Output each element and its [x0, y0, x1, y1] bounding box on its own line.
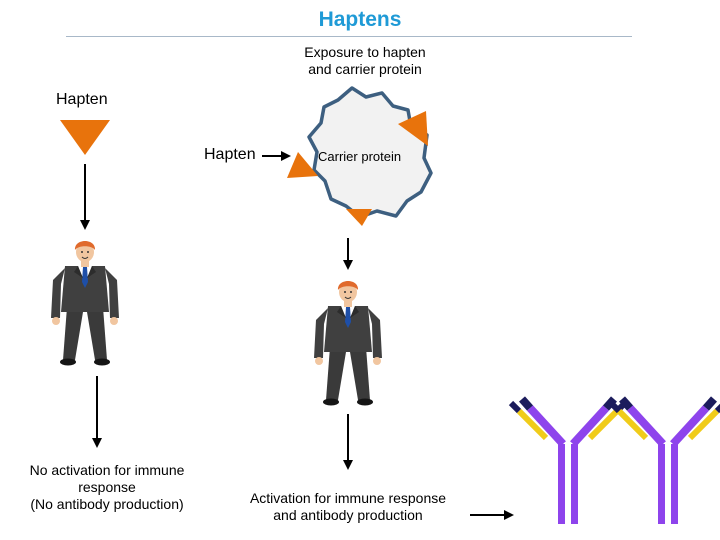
antibody-left-icon — [511, 399, 625, 524]
exposure-label: Exposure to hapten and carrier protein — [240, 44, 490, 78]
exposure-label-line-2: and carrier protein — [308, 60, 422, 77]
activation-line-1: Activation for immune response — [249, 490, 447, 506]
carrier-protein-label: Carrier protein — [318, 149, 402, 164]
no-activation-label: No activation for immune response (No an… — [2, 462, 212, 512]
hapten-bound-right-icon — [398, 111, 428, 146]
hapten-bound-bottom-icon — [346, 209, 372, 226]
businessman-middle-icon — [313, 280, 383, 406]
exposure-label-line-1: Exposure to hapten — [304, 44, 426, 60]
no-activation-line-3: (No antibody production) — [30, 495, 184, 512]
activation-line-2: and antibody production — [273, 506, 423, 523]
activation-label: Activation for immune response and antib… — [218, 490, 478, 524]
hapten-label-left: Hapten — [56, 91, 108, 108]
businessman-left-icon — [50, 240, 120, 366]
title-divider — [66, 36, 632, 37]
page-title: Haptens — [318, 8, 402, 31]
hapten-label-middle: Hapten — [204, 146, 256, 163]
no-activation-line-2: response — [78, 478, 136, 495]
no-activation-line-1: No activation for immune — [29, 462, 185, 478]
antibody-right-icon — [611, 399, 720, 524]
carrier-protein-blob-icon — [307, 86, 433, 219]
hapten-triangle-icon — [60, 120, 110, 155]
hapten-bound-left-icon — [287, 152, 318, 178]
